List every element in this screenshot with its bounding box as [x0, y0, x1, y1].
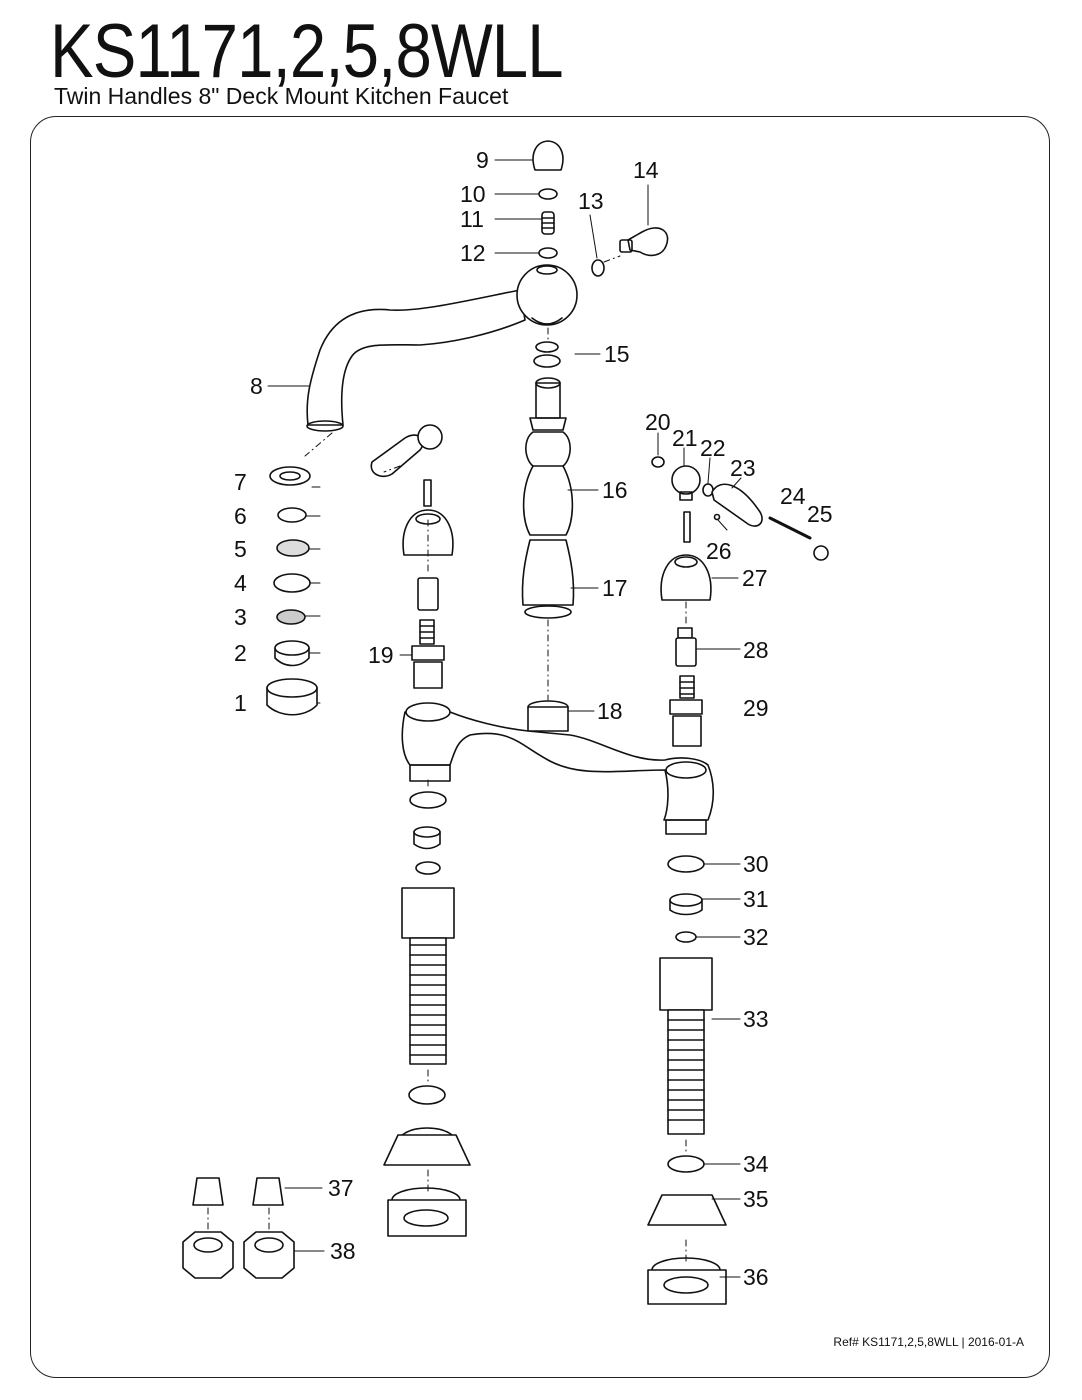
o-ring-part — [667, 1155, 705, 1173]
diagram-frame — [30, 116, 1050, 1378]
callout-19: 19 — [368, 642, 394, 668]
washer-part — [408, 1085, 446, 1105]
aerator-insert-part — [276, 539, 310, 557]
flange-nut-part — [413, 826, 441, 850]
adapter-part — [417, 577, 439, 611]
washer-part — [277, 507, 307, 523]
callout-10: 10 — [460, 181, 486, 207]
callout-1: 1 — [234, 690, 247, 716]
o-ring-part — [591, 259, 605, 277]
screw-cap-part — [702, 483, 714, 497]
callout-24: 24 — [780, 483, 806, 509]
left-handle-part — [370, 424, 443, 478]
lock-nut-part — [647, 1257, 727, 1305]
handle-hub-part — [671, 465, 701, 501]
cap-part — [651, 456, 665, 468]
index-button-part — [768, 516, 812, 540]
washer-part — [538, 188, 558, 200]
callout-26: 26 — [706, 538, 732, 564]
callout-35: 35 — [743, 1186, 769, 1212]
supply-line-part — [659, 957, 713, 1135]
callout-25: 25 — [807, 501, 833, 527]
o-ring-part — [675, 931, 697, 943]
callout-38: 38 — [330, 1238, 356, 1264]
bonnet-part — [660, 554, 712, 601]
right-handle-part — [711, 483, 763, 527]
callout-18: 18 — [597, 698, 623, 724]
screw-part — [541, 211, 555, 235]
callout-9: 9 — [476, 147, 489, 173]
callout-16: 16 — [602, 477, 628, 503]
callout-20: 20 — [645, 409, 671, 435]
washer-part — [409, 791, 447, 809]
aerator-housing-part — [266, 678, 318, 716]
callout-14: 14 — [633, 157, 659, 183]
callout-23: 23 — [730, 455, 756, 481]
callout-5: 5 — [234, 536, 247, 562]
o-ring-part — [415, 861, 441, 875]
callout-2: 2 — [234, 640, 247, 666]
callout-22: 22 — [700, 435, 726, 461]
housing-part — [274, 640, 310, 667]
model-number: KS1171,2,5,8WLL — [50, 9, 564, 94]
callout-30: 30 — [743, 851, 769, 877]
mounting-washer-part — [647, 1194, 727, 1226]
compression-nut-part — [182, 1231, 234, 1279]
callout-27: 27 — [742, 565, 768, 591]
end-cap-part — [813, 545, 829, 561]
o-ring-part — [533, 354, 561, 368]
washer-part — [538, 247, 558, 259]
o-ring-part — [535, 341, 559, 353]
callout-13: 13 — [578, 188, 604, 214]
callout-7: 7 — [234, 469, 247, 495]
ferrule-part — [252, 1177, 284, 1206]
spout-part — [306, 264, 578, 432]
adapter-part — [675, 627, 697, 667]
callout-17: 17 — [602, 575, 628, 601]
bridge-body-part — [401, 700, 715, 835]
callout-11: 11 — [460, 206, 484, 232]
screen-part — [276, 609, 306, 625]
screw-part — [683, 511, 691, 543]
callout-8: 8 — [250, 373, 263, 399]
callout-3: 3 — [234, 604, 247, 630]
cap-part — [532, 140, 564, 171]
spout-body-part — [521, 377, 575, 619]
washer-part — [667, 855, 705, 873]
set-screw-part — [713, 513, 721, 521]
mounting-washer-part — [383, 1127, 471, 1166]
callout-29: 29 — [743, 695, 769, 721]
callout-34: 34 — [743, 1151, 769, 1177]
callout-4: 4 — [234, 570, 247, 596]
valve-cartridge-part — [411, 619, 445, 689]
screw-part — [423, 479, 432, 507]
ferrule-part — [192, 1177, 224, 1206]
flange-nut-part — [669, 893, 703, 916]
callout-15: 15 — [604, 341, 630, 367]
compression-nut-part — [243, 1231, 295, 1279]
lock-nut-part — [387, 1187, 467, 1237]
ring-part — [273, 573, 311, 593]
callout-37: 37 — [328, 1175, 354, 1201]
washer-part — [279, 471, 301, 481]
valve-cartridge-part — [669, 675, 703, 747]
callout-28: 28 — [743, 637, 769, 663]
washer-part — [269, 466, 311, 486]
callout-labels: 1 2 3 4 5 6 7 8 9 10 11 12 13 14 15 16 1… — [234, 147, 833, 1290]
side-knob-part — [619, 227, 669, 257]
callout-21: 21 — [672, 425, 698, 451]
assembly-axis-lines — [207, 255, 687, 1263]
product-description: Twin Handles 8" Deck Mount Kitchen Fauce… — [54, 83, 509, 109]
callout-31: 31 — [743, 886, 769, 912]
callout-32: 32 — [743, 924, 769, 950]
callout-6: 6 — [234, 503, 247, 529]
callout-33: 33 — [743, 1006, 769, 1032]
supply-line-part — [401, 887, 455, 1065]
leader-lines — [267, 159, 742, 1278]
callout-36: 36 — [743, 1264, 769, 1290]
reference-code: Ref# KS1171,2,5,8WLL | 2016-01-A — [833, 1335, 1024, 1349]
bonnet-part — [402, 509, 454, 556]
callout-12: 12 — [460, 240, 486, 266]
